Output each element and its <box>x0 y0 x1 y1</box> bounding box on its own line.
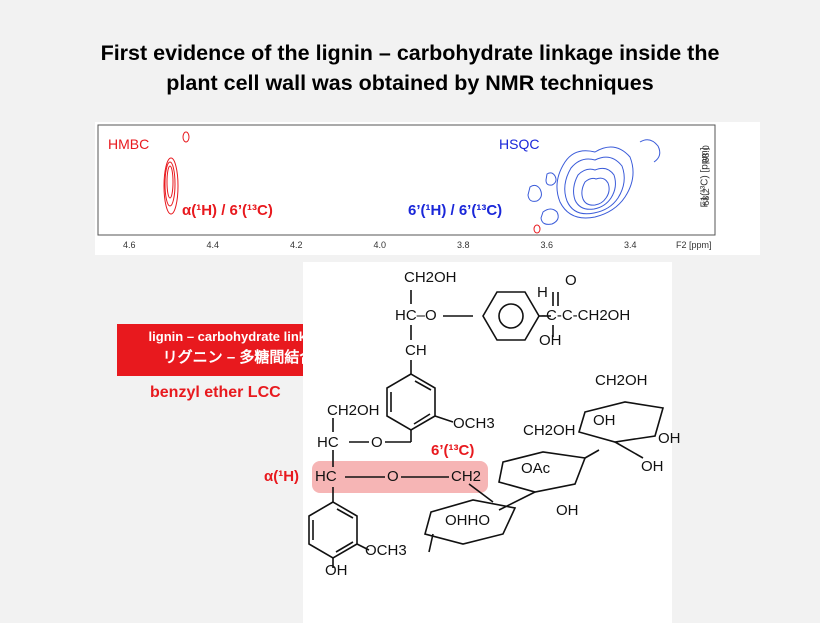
chem-sugar-oh-4: OH <box>658 430 681 447</box>
chem-hc-o-top: HC–O <box>395 307 437 324</box>
hmbc-contours <box>163 131 541 234</box>
chem-sugar-ch2oh-2: CH2OH <box>595 372 648 389</box>
title-line-2: plant cell wall was obtained by NMR tech… <box>166 71 654 95</box>
chem-c-chain: -C-C-CH2OH <box>541 307 631 324</box>
linkage-label-en: lignin – carbohydrate linkage <box>148 329 329 344</box>
chem-ch2-link: CH2 <box>451 468 482 485</box>
chem-h: H <box>537 284 548 301</box>
chem-keto-o: O <box>565 272 577 289</box>
linkage-highlight <box>312 461 488 493</box>
six-crosspeak-label: 6’(¹H) / 6’(¹³C) <box>408 202 503 219</box>
x-tick-label: 3.8 <box>457 240 470 250</box>
chem-ch-top: CH <box>405 342 427 359</box>
chem-sugar-oh-2: OH <box>641 458 664 475</box>
alpha-crosspeak-label: α(¹H) / 6’(¹³C) <box>182 202 273 219</box>
page-title: First evidence of the lignin – carbohydr… <box>0 38 820 98</box>
x-tick-label: 4.6 <box>123 240 136 250</box>
chem-sugar-ohho: OHHO <box>445 512 490 529</box>
x-axis-unit: F2 [ppm] <box>676 240 712 250</box>
chem-hc-mid: HC <box>317 434 339 451</box>
chem-o-link: O <box>387 468 399 485</box>
chemical-structure-panel: CH2OH HC–O H O -C-C-CH2OH OH CH OCH3 CH2… <box>303 262 681 623</box>
hsqc-contours <box>527 139 661 225</box>
x-tick-label: 3.6 <box>540 240 554 250</box>
chem-sugar-oh-3: OH <box>556 502 579 519</box>
x-tick-label: 4.2 <box>290 240 303 250</box>
linkage-label-jp: リグニン – 多糖間結合 <box>162 349 315 366</box>
title-line-1: First evidence of the lignin – carbohydr… <box>100 41 720 65</box>
chem-och3-lower: OCH3 <box>365 542 407 559</box>
chem-oh-bottom: OH <box>325 562 348 579</box>
chem-och3-upper: OCH3 <box>453 415 495 432</box>
x-tick-label: 4.0 <box>373 240 387 250</box>
x-tick-label: 3.4 <box>624 240 637 250</box>
chem-sugar-oac: OAc <box>521 460 551 477</box>
chem-ch2oh-mid: CH2OH <box>327 402 380 419</box>
six-c-label: 6’(¹³C) <box>431 442 475 459</box>
benzyl-ether-label: benzyl ether LCC <box>150 384 281 401</box>
structure-bonds <box>308 290 665 568</box>
chem-ch2oh-top: CH2OH <box>404 269 457 286</box>
hsqc-label: HSQC <box>499 136 540 152</box>
y-axis-unit: F1(¹³C) [ppm] <box>699 147 711 208</box>
nmr-spectrum-plot <box>97 124 716 236</box>
chem-oh-chain: OH <box>539 332 562 349</box>
alpha-h-label: α(¹H) <box>264 468 300 485</box>
chem-sugar-oh-1: OH <box>593 412 616 429</box>
chem-sugar-ch2oh-1: CH2OH <box>523 422 576 439</box>
chem-o-mid: O <box>371 434 383 451</box>
x-tick-label: 4.4 <box>206 240 220 250</box>
hmbc-label: HMBC <box>108 136 150 152</box>
chem-hc-link: HC <box>315 468 337 485</box>
nmr-spectrum-panel: HMBC HSQC α(¹H) / 6’(¹³C) 6’(¹H) / 6’(¹³… <box>95 122 760 255</box>
